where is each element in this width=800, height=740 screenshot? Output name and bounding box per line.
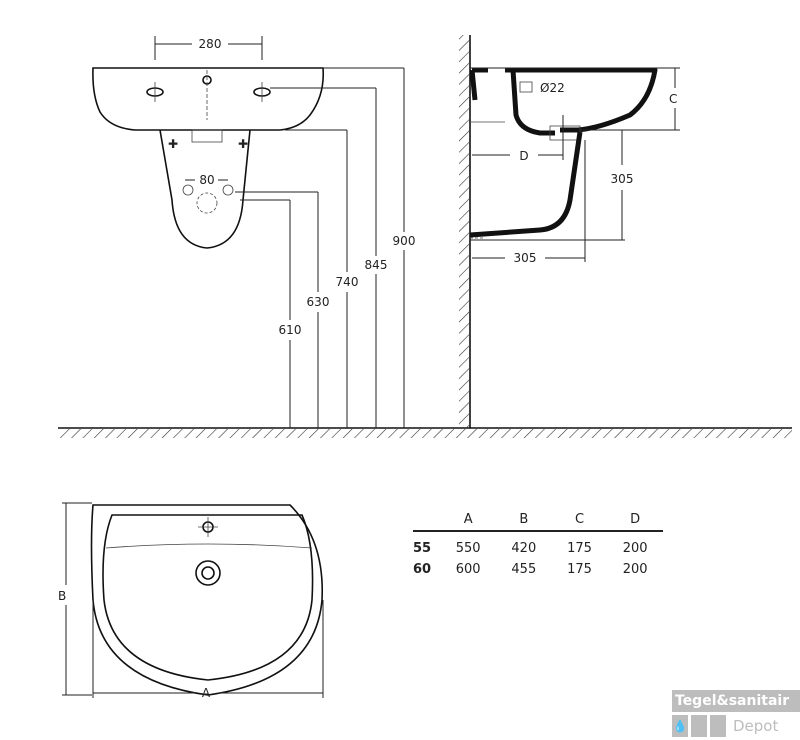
dim-280: 280 (199, 37, 222, 51)
row-label: 55 (413, 541, 432, 556)
table-row: 60 600 455 175 200 (413, 559, 663, 580)
dim-a: A (202, 686, 211, 700)
dim-630: 630 (307, 295, 330, 309)
header-b: B (519, 511, 529, 527)
logo-line2: Depot (733, 717, 779, 735)
dim-b: B (58, 589, 66, 603)
cell: 175 (567, 562, 592, 577)
cell: 200 (622, 562, 648, 577)
dim-740: 740 (336, 275, 359, 289)
dim-305-horizontal: 305 (514, 251, 537, 265)
dim-305-vertical: 305 (611, 172, 634, 186)
front-view: ✚ ✚ 280 80 610 630 740 845 900 (92, 36, 416, 428)
cell: 175 (567, 541, 592, 556)
tile-icon (691, 715, 707, 737)
header-a: A (463, 511, 473, 527)
side-view: C Ø22 D 305 305 (469, 67, 680, 265)
dim-pipe-22: Ø22 (540, 81, 565, 95)
floor (58, 427, 792, 438)
screw-icon: ✚ (168, 137, 178, 151)
table-row: 55 550 420 175 200 (413, 538, 663, 559)
cell: 455 (511, 562, 537, 577)
water-drop-icon: 💧 (672, 715, 688, 737)
table-header: A B C D (413, 508, 663, 532)
dimensions-table: A B C D 55 550 420 175 200 60 600 455 17… (413, 508, 663, 580)
header-d: D (630, 511, 641, 527)
header-c: C (574, 511, 585, 527)
cell: 550 (455, 541, 481, 556)
row-label: 60 (413, 562, 432, 577)
dim-900: 900 (393, 234, 416, 248)
cell: 200 (622, 541, 648, 556)
cell: 600 (455, 562, 481, 577)
logo-line1: Tegel&sanitair (672, 690, 800, 712)
wall (459, 35, 471, 428)
dim-d: D (519, 149, 528, 163)
screw-icon: ✚ (238, 137, 248, 151)
dim-c: C (669, 92, 677, 106)
tile-icon (710, 715, 726, 737)
dim-845: 845 (365, 258, 388, 272)
brand-logo: Tegel&sanitair 💧 Depot (672, 690, 800, 740)
dim-610: 610 (279, 323, 302, 337)
top-view: B A (58, 502, 324, 700)
dim-80: 80 (199, 173, 214, 187)
cell: 420 (511, 541, 537, 556)
